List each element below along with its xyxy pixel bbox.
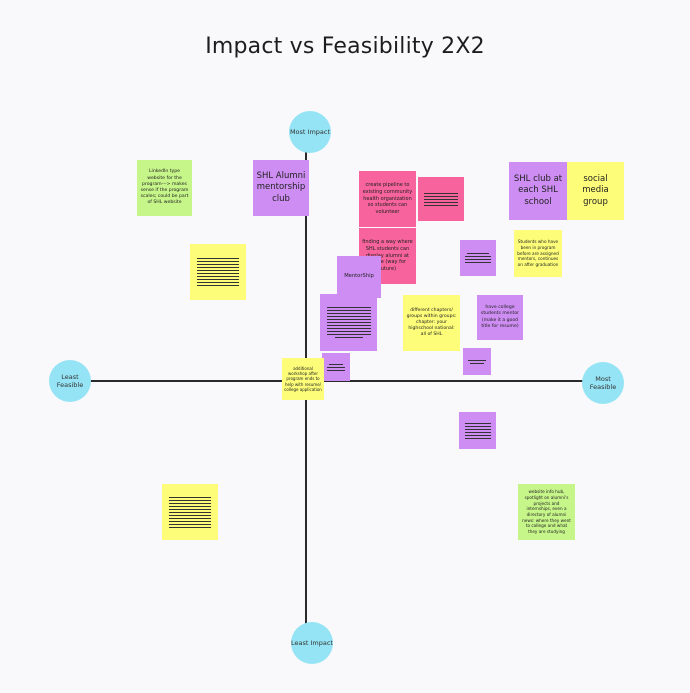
most-impact-node[interactable]: Most Impact <box>289 111 331 153</box>
sticky-note-collapsed[interactable] <box>460 240 496 276</box>
sticky-note-social-media[interactable]: social media group <box>567 162 624 220</box>
sticky-note-collapsed[interactable] <box>459 412 496 449</box>
sticky-note-collapsed[interactable] <box>322 353 350 381</box>
sticky-note-collapsed[interactable] <box>418 177 464 221</box>
sticky-note-students-program[interactable]: Students who have been in program before… <box>514 230 562 277</box>
sticky-note-collapsed[interactable] <box>190 244 246 300</box>
least-feasible-node[interactable]: Least Feasible <box>49 360 91 402</box>
sticky-note-shl-club[interactable]: SHL club at each SHL school <box>509 162 567 220</box>
sticky-note-chapters[interactable]: different chapters/ groups within groups… <box>403 295 460 351</box>
sticky-note-linkedin[interactable]: LinkedIn type website for the program---… <box>137 160 192 216</box>
sticky-note-mentorship[interactable]: MentorShip <box>337 256 381 298</box>
sticky-note-collapsed[interactable] <box>162 484 218 540</box>
sticky-note-college-students[interactable]: have college students mentor (make it a … <box>477 295 523 340</box>
sticky-note-alumni-mentorship[interactable]: SHL Alumni mentorship club <box>253 160 309 216</box>
sticky-note-website-info[interactable]: website info hub, spotlight on alumni's … <box>518 484 575 540</box>
sticky-note-pipeline[interactable]: create pipeline to existing community he… <box>359 171 416 227</box>
most-feasible-node[interactable]: Most Feasible <box>582 362 624 404</box>
sticky-note-additional-workshop[interactable]: additional workshop after program ends t… <box>282 358 324 400</box>
least-impact-node[interactable]: Least Impact <box>291 622 333 664</box>
sticky-note-collapsed[interactable] <box>463 348 491 375</box>
sticky-note-collapsed[interactable] <box>320 294 377 351</box>
feasibility-axis <box>70 380 605 382</box>
board-title: Impact vs Feasibility 2X2 <box>205 34 485 59</box>
